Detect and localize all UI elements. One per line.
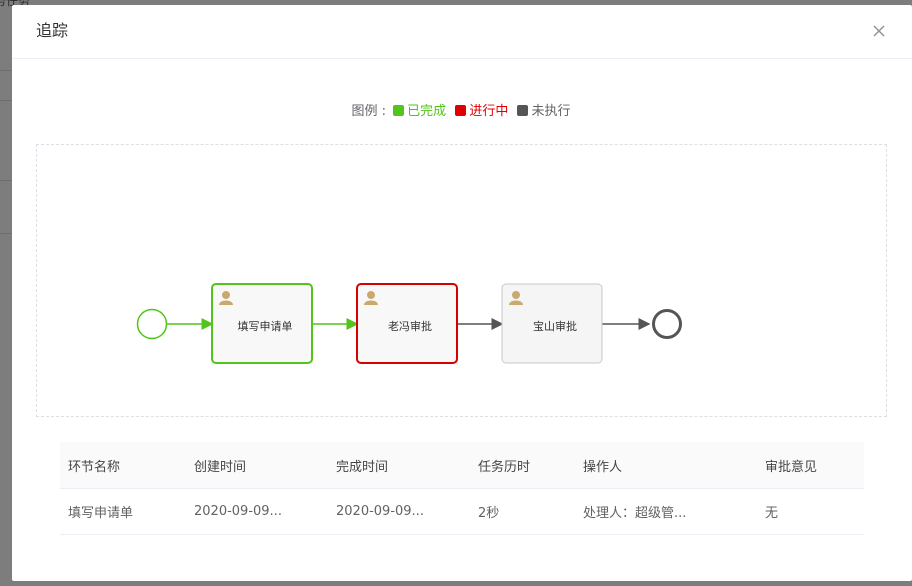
- legend-label-pending: 未执行: [531, 104, 571, 119]
- process-diagram: 填写申请单 老冯审批 宝山审批: [36, 144, 887, 417]
- column-header-node-name: 环节名称: [60, 442, 186, 489]
- column-header-created-time: 创建时间: [186, 442, 328, 489]
- background-divider: [0, 233, 12, 234]
- cell-operator: 处理人：超级管...: [575, 488, 757, 535]
- user-icon: [219, 291, 233, 305]
- user-task-2-label: 老冯审批: [388, 319, 432, 333]
- cell-node-name: 填写申请单: [60, 488, 186, 535]
- user-icon: [509, 291, 523, 305]
- process-flow-canvas: 填写申请单 老冯审批 宝山审批: [136, 283, 682, 364]
- background-page-title: 务任务: [0, 0, 31, 8]
- cell-duration: 2秒: [470, 488, 575, 535]
- close-button[interactable]: [868, 20, 890, 42]
- start-event[interactable]: [136, 308, 168, 340]
- legend-swatch-active: [455, 105, 467, 116]
- legend: 图例 : 已完成 进行中 未执行: [12, 103, 912, 121]
- legend-label-completed: 已完成: [407, 104, 447, 119]
- background-divider: [0, 70, 12, 71]
- column-header-duration: 任务历时: [470, 442, 575, 489]
- dialog-title: 追踪: [36, 21, 69, 40]
- background-divider: [0, 100, 12, 101]
- cell-comment: 无: [757, 488, 864, 535]
- background-divider: [0, 180, 12, 181]
- column-header-completed-time: 完成时间: [328, 442, 470, 489]
- user-icon: [364, 291, 378, 305]
- cell-created-time: 2020-09-09...: [186, 488, 328, 535]
- user-task-1[interactable]: 填写申请单: [211, 283, 313, 364]
- end-event[interactable]: [652, 309, 682, 339]
- legend-swatch-completed: [393, 105, 405, 116]
- task-history-table: 环节名称 创建时间 完成时间 任务历时 操作人 审批意见 填写申请单 2020-…: [60, 442, 864, 535]
- cell-completed-time: 2020-09-09...: [328, 488, 470, 535]
- user-task-3[interactable]: 宝山审批: [501, 283, 603, 364]
- legend-prefix: 图例 :: [351, 104, 387, 119]
- column-header-operator: 操作人: [575, 442, 757, 489]
- user-task-2-box[interactable]: [356, 283, 458, 364]
- column-header-comment: 审批意见: [757, 442, 864, 489]
- trace-dialog: 追踪 图例 : 已完成 进行中 未执行: [12, 5, 912, 581]
- user-task-3-label: 宝山审批: [533, 319, 577, 333]
- table-header-row: 环节名称 创建时间 完成时间 任务历时 操作人 审批意见: [60, 442, 864, 489]
- close-icon: [873, 25, 885, 37]
- user-task-2[interactable]: 老冯审批: [356, 283, 458, 364]
- legend-swatch-pending: [517, 105, 529, 116]
- dialog-header: 追踪: [12, 5, 912, 59]
- user-task-1-box[interactable]: [211, 283, 313, 364]
- legend-label-active: 进行中: [469, 104, 509, 119]
- user-task-1-label: 填写申请单: [238, 319, 293, 333]
- table-row[interactable]: 填写申请单 2020-09-09... 2020-09-09... 2秒 处理人…: [60, 488, 864, 535]
- user-task-3-box[interactable]: [501, 283, 603, 364]
